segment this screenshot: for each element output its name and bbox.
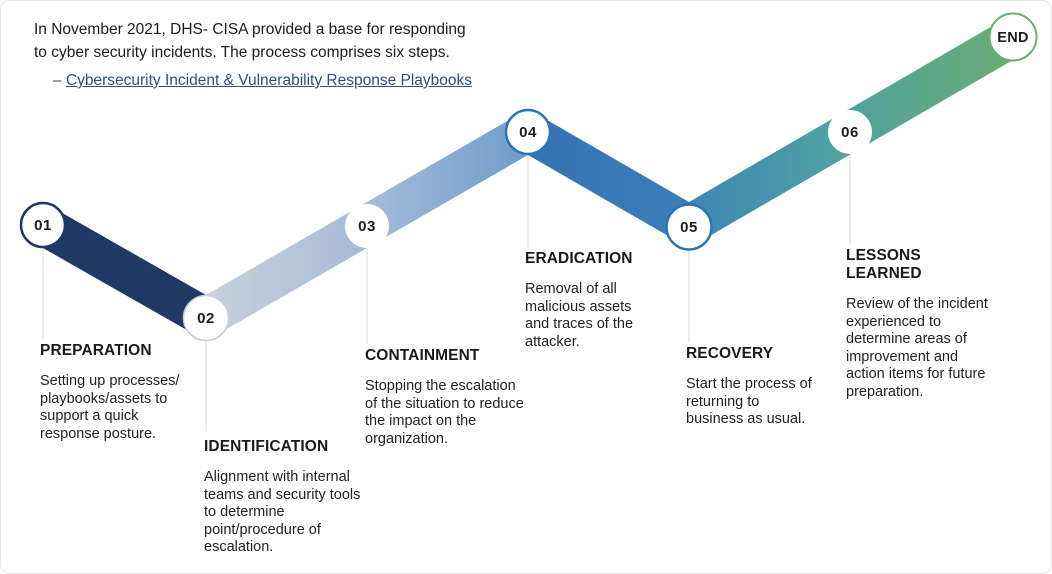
- step-label-identification: IDENTIFICATION Alignment with internal t…: [204, 438, 366, 557]
- step-node-01: [19, 201, 67, 249]
- step-label-containment: CONTAINMENT Stopping the escalation of t…: [365, 347, 531, 448]
- step-title-preparation: PREPARATION: [40, 342, 152, 359]
- step-number-02: 02: [197, 310, 215, 327]
- step-title-eradication: ERADICATION: [525, 250, 633, 267]
- step-description-recovery: Start the process of returning to busine…: [686, 376, 812, 427]
- step-title-identification: IDENTIFICATION: [204, 438, 329, 455]
- ribbon-segment-eradication: [528, 109, 689, 248]
- step-number-06: 06: [841, 124, 859, 141]
- step-description-containment: Stopping the escalation of the situation…: [365, 378, 524, 447]
- step-node-05: [665, 203, 713, 251]
- playbooks-link[interactable]: Cybersecurity Incident & Vulnerability R…: [65, 72, 473, 89]
- end-label: END: [997, 30, 1029, 46]
- step-description-identification: Alignment with internal teams and securi…: [204, 469, 361, 555]
- end-node: [988, 12, 1038, 62]
- step-description-lessons-learned: Review of the incident experienced to de…: [846, 296, 988, 400]
- source-citation: – Cybersecurity Incident & Vulnerability…: [53, 72, 472, 90]
- step-description-preparation: Setting up processes/ playbooks/assets t…: [40, 373, 180, 442]
- step-node-03: [345, 204, 389, 248]
- step-label-preparation: PREPARATION Setting up processes/ playbo…: [40, 342, 200, 443]
- step-label-lessons-learned: LESSONS LEARNED Review of the incident e…: [846, 247, 994, 401]
- step-label-eradication: ERADICATION Removal of all malicious ass…: [525, 250, 651, 351]
- step-title-lessons-learned: LESSONS LEARNED: [846, 247, 922, 282]
- step-number-05: 05: [680, 219, 698, 236]
- step-description-eradication: Removal of all malicious assets and trac…: [525, 281, 634, 350]
- step-title-containment: CONTAINMENT: [365, 347, 480, 364]
- step-label-recovery: RECOVERY Start the process of returning …: [686, 345, 812, 429]
- step-number-03: 03: [358, 218, 376, 235]
- step-node-06: [828, 110, 872, 154]
- step-node-04: [504, 108, 552, 156]
- citation-dash: –: [53, 72, 66, 89]
- ribbon-segment-preparation: [43, 202, 206, 341]
- step-node-02: [182, 294, 230, 342]
- step-title-recovery: RECOVERY: [686, 345, 774, 362]
- step-number-04: 04: [519, 124, 537, 141]
- intro-text: In November 2021, DHS- CISA provided a b…: [34, 21, 466, 61]
- step-number-01: 01: [34, 217, 52, 234]
